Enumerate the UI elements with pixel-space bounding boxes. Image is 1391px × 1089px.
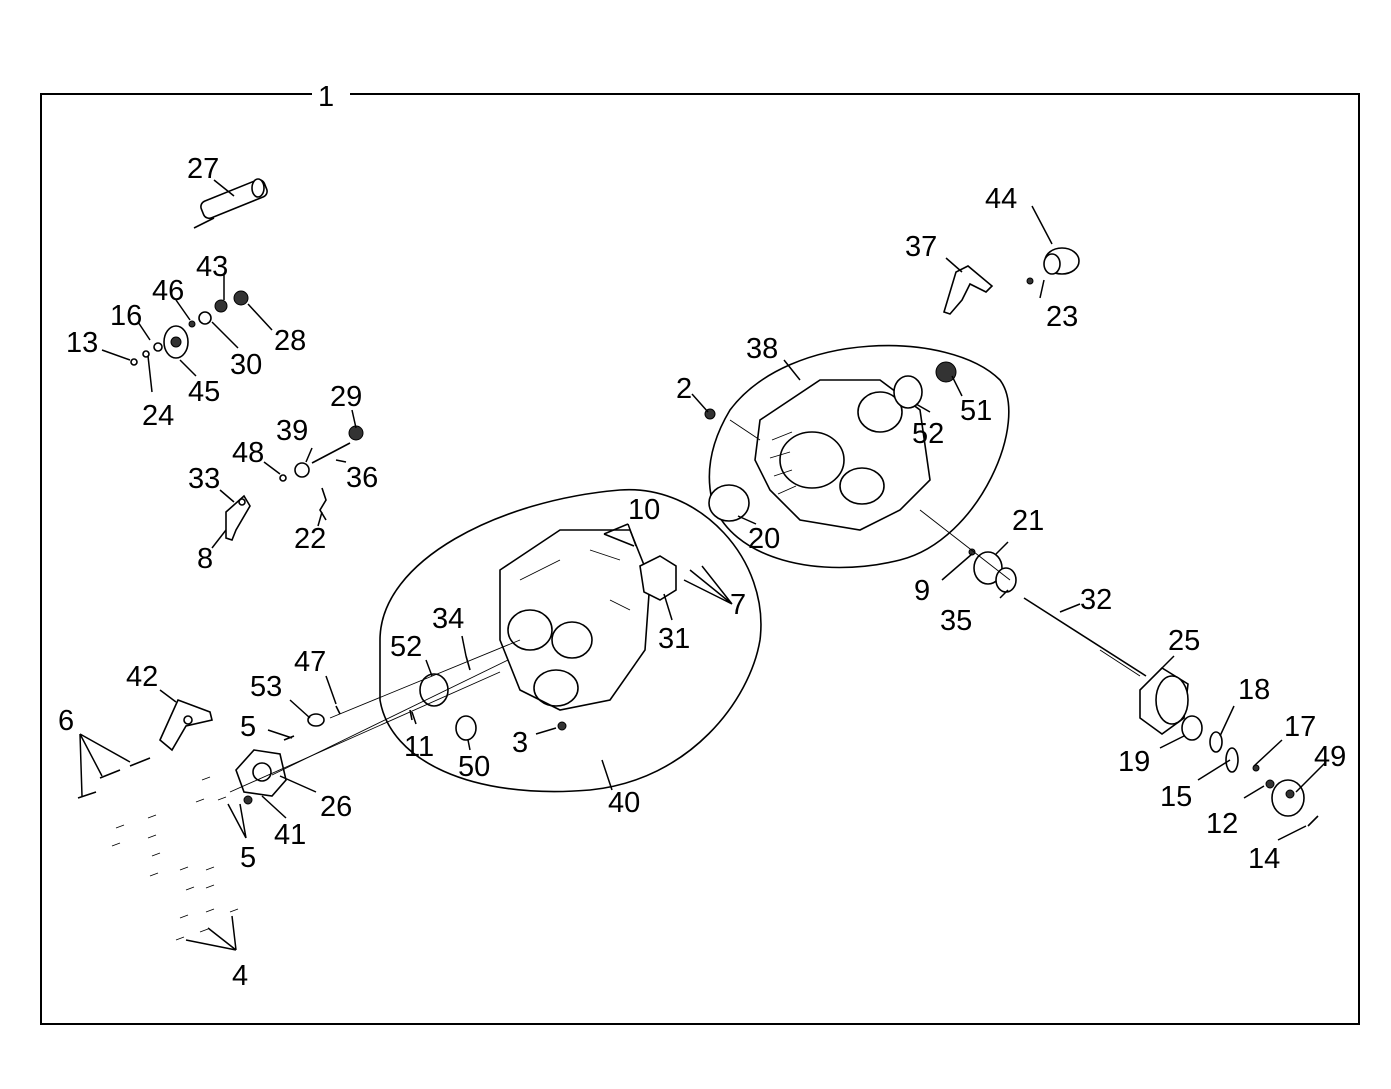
right-bracket-drawing [943,247,1080,315]
lower-case-drawing [379,488,762,793]
callout-5-lower: 5 [240,842,256,874]
callout-39: 39 [276,415,308,447]
assembly-axes [229,509,1011,793]
callout-25: 25 [1168,625,1200,657]
callout-18: 18 [1238,674,1270,706]
cover-group-drawing [235,705,341,805]
callout-9: 9 [914,575,930,607]
callout-13: 13 [66,327,98,359]
callout-31: 31 [658,623,690,655]
left-bracket-drawing [77,698,213,799]
bearing-group-drawing [968,548,1017,593]
callout-36: 36 [346,462,378,494]
callout-53: 53 [250,671,282,703]
callout-42: 42 [126,661,158,693]
callout-41: 41 [274,819,306,851]
callout-52-upper: 52 [912,418,944,450]
shift-drum-drawing [193,178,268,229]
callout-37: 37 [905,231,937,263]
callout-30: 30 [230,349,262,381]
callout-20: 20 [748,523,780,555]
gear-cluster-drawing [130,290,249,366]
callout-3: 3 [512,727,528,759]
callout-38: 38 [746,333,778,365]
callout-29: 29 [330,381,362,413]
callout-44: 44 [985,183,1017,215]
callout-49: 49 [1314,741,1346,773]
callout-12: 12 [1206,808,1238,840]
callout-28: 28 [274,325,306,357]
leader-lines [79,179,1327,951]
coupler-group-drawing [1139,666,1319,827]
callout-47: 47 [294,646,326,678]
callout-45: 45 [188,376,220,408]
assembly-label: 1 [318,81,334,113]
callout-24: 24 [142,400,174,432]
callout-17: 17 [1284,711,1316,743]
shift-shaft-drawing [279,425,364,521]
callout-6: 6 [58,705,74,737]
callout-22: 22 [294,523,326,555]
callout-5-upper: 5 [240,711,256,743]
callout-21: 21 [1012,505,1044,537]
callout-7: 7 [730,589,746,621]
callout-32: 32 [1080,584,1112,616]
callout-50: 50 [458,751,490,783]
part-drawings [77,178,1319,941]
callout-14: 14 [1248,843,1280,875]
callout-10: 10 [628,494,660,526]
callout-51: 51 [960,395,992,427]
upper-case-drawing [704,344,1010,569]
callout-15: 15 [1160,781,1192,813]
callout-46: 46 [152,275,184,307]
callout-8: 8 [197,543,213,575]
callout-4: 4 [232,960,248,992]
callout-27: 27 [187,153,219,185]
bolt-field-drawing [111,776,239,941]
callout-26: 26 [320,791,352,823]
lever-drawing [225,494,251,541]
callout-23: 23 [1046,301,1078,333]
callout-19: 19 [1118,746,1150,778]
callout-52-lower: 52 [390,631,422,663]
callout-34: 34 [432,603,464,635]
assembly-frame: 1 [40,81,1360,1025]
callout-33: 33 [188,463,220,495]
callout-16: 16 [110,300,142,332]
callout-11: 11 [404,731,434,763]
callout-43: 43 [196,251,228,283]
part-callouts: 2 3 4 5 5 6 7 8 9 10 11 12 13 14 15 16 1… [58,153,1346,992]
callout-2: 2 [676,373,692,405]
callout-35: 35 [940,605,972,637]
output-shaft-drawing [1023,597,1147,677]
callout-40: 40 [608,787,640,819]
callout-48: 48 [232,437,264,469]
